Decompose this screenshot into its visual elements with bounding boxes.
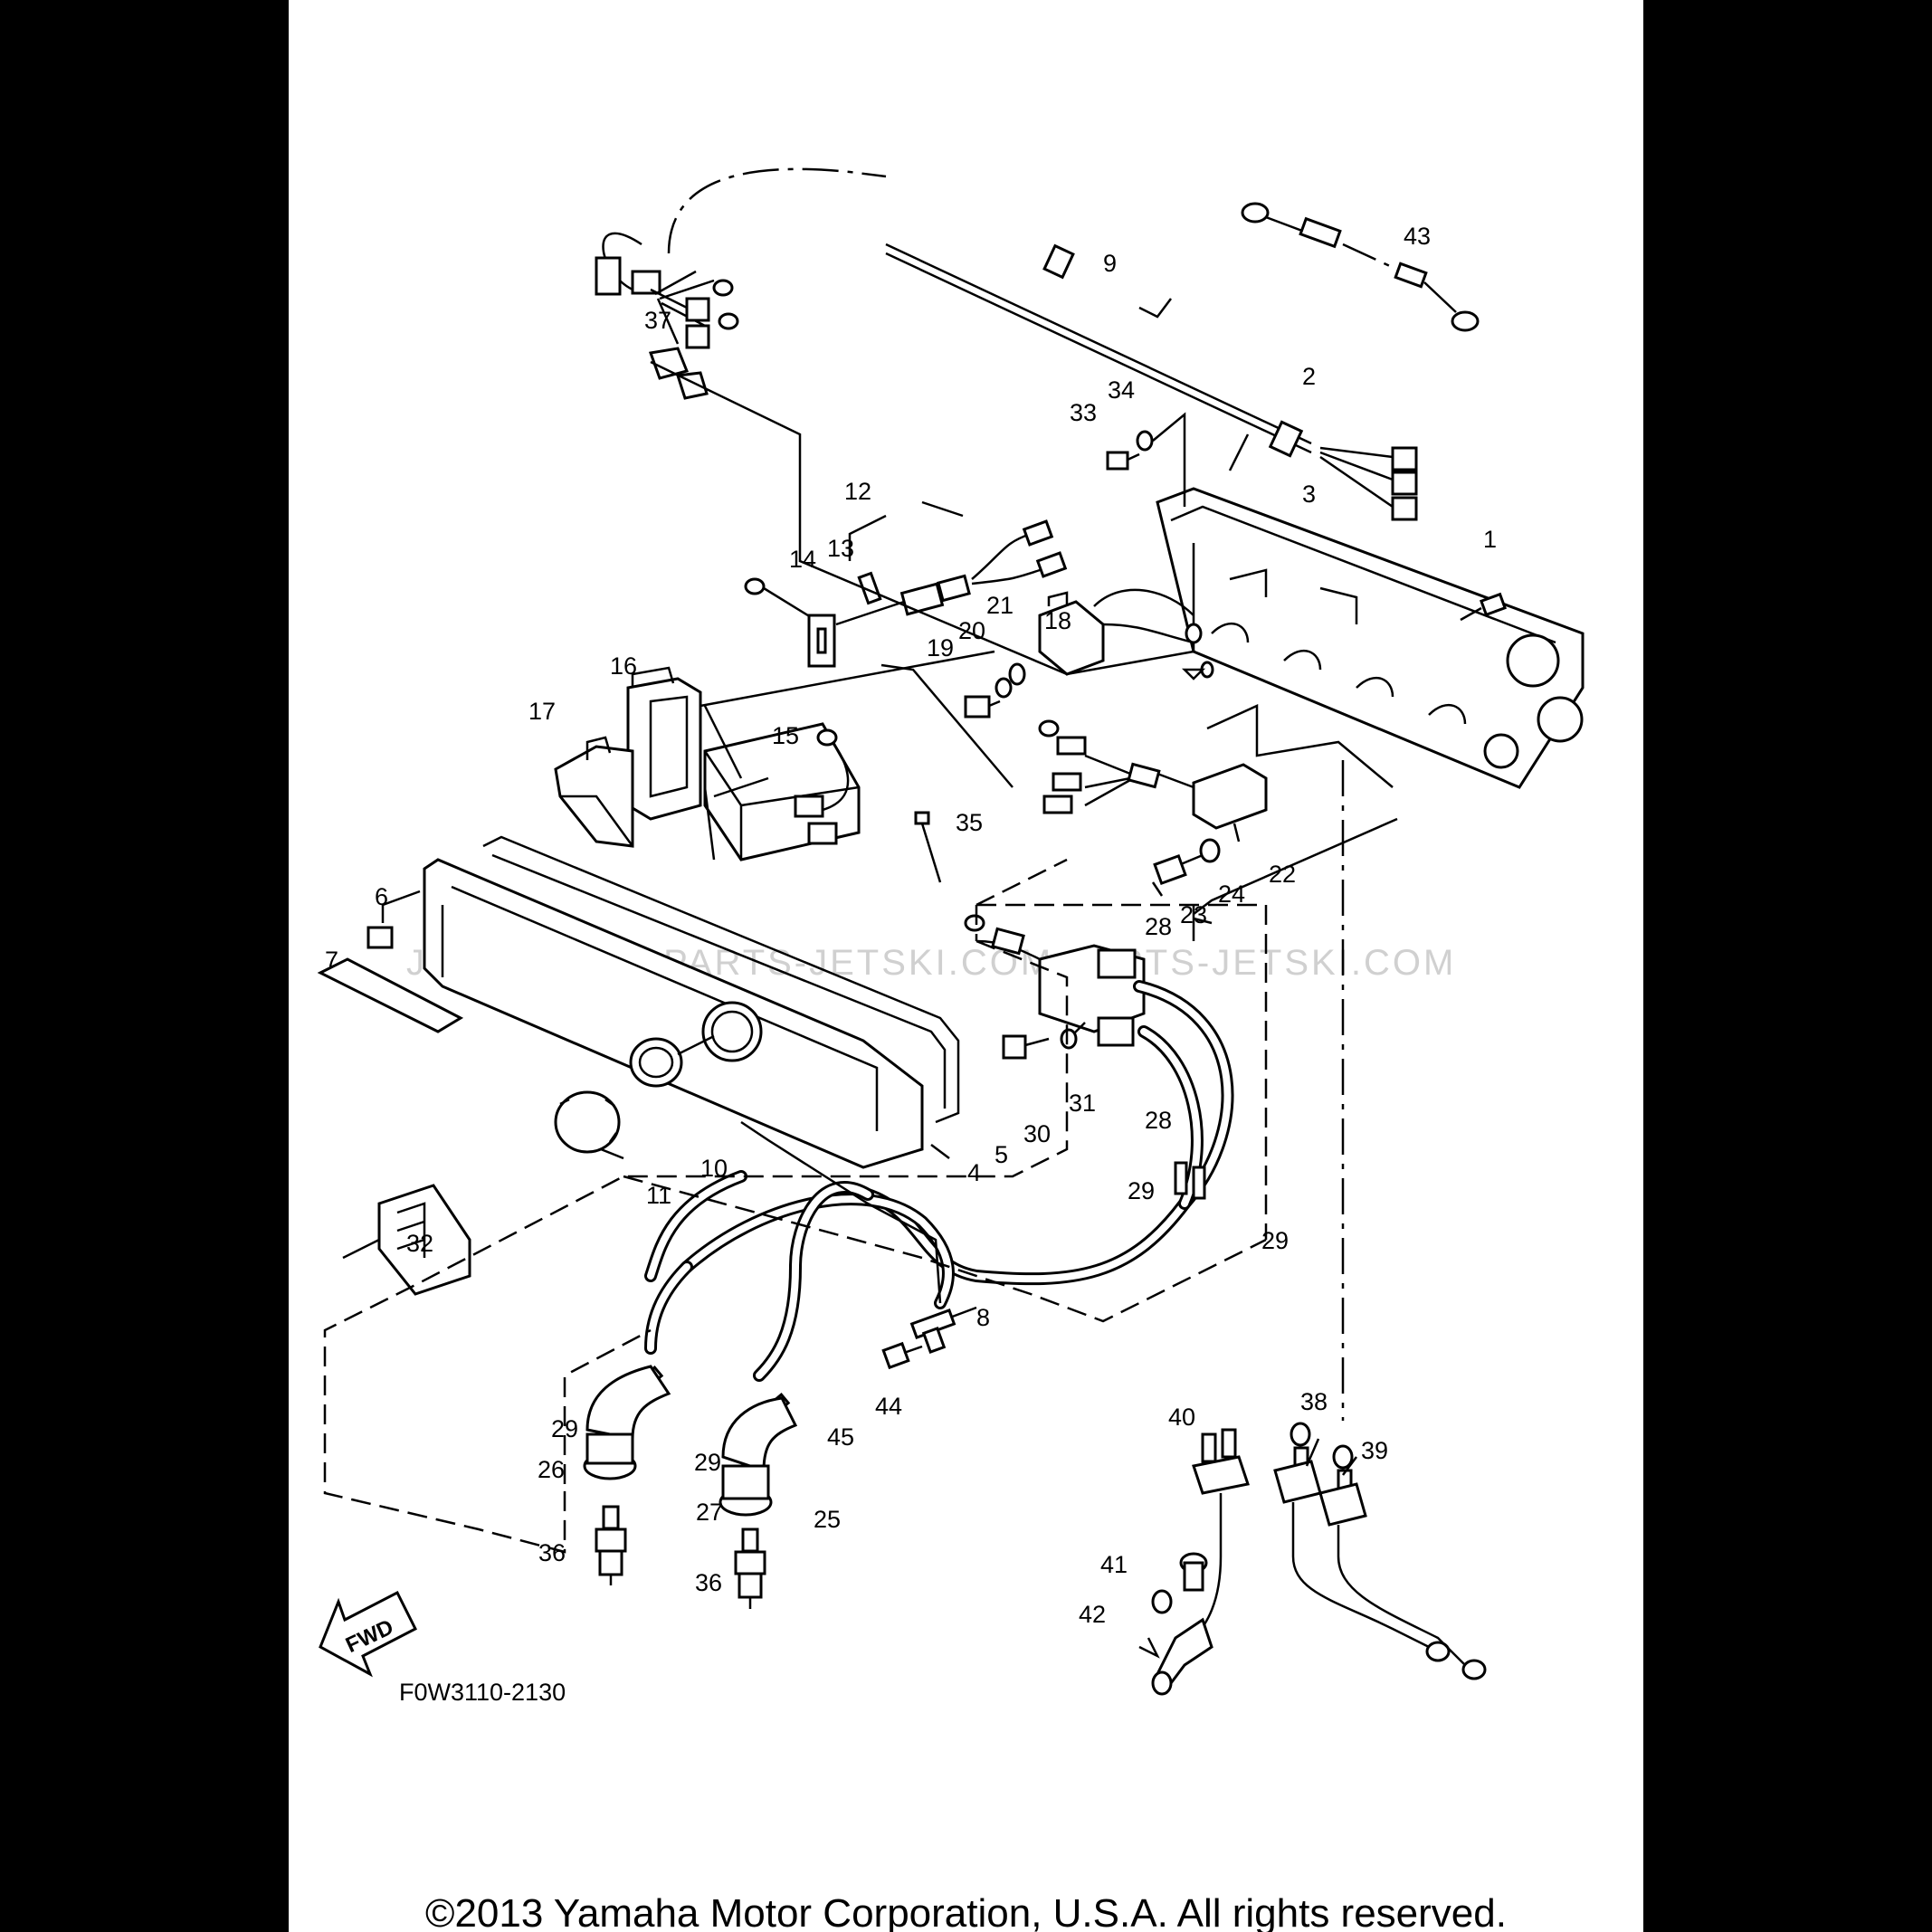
bolt-1 (1460, 592, 1507, 622)
leader-lines (342, 360, 1398, 1476)
label-27: 27 (696, 1499, 723, 1526)
washer-42 (1151, 1589, 1173, 1614)
copyright-notice: ©2013 Yamaha Motor Corporation, U.S.A. A… (425, 1891, 1507, 1932)
bolt-45-spacer-44 (881, 1327, 947, 1370)
sensor-39 (1318, 1444, 1487, 1680)
band-35 (914, 811, 942, 883)
bolt-6 (366, 890, 421, 949)
label-6: 6 (375, 883, 388, 910)
label-39: 39 (1361, 1437, 1388, 1464)
figure-code: F0W3110-2130 (399, 1679, 566, 1706)
label-16: 16 (610, 652, 637, 680)
exploded-parts-diagram: JETSKI.COM PARTS-JETSKI.COM PARTS-JETSKI… (317, 167, 1585, 1696)
label-8: 8 (976, 1304, 990, 1331)
label-38: 38 (1300, 1388, 1328, 1415)
label-19: 19 (927, 634, 954, 661)
electrical-box-3 (1156, 487, 1585, 789)
diagram-page: JETSKI.COM PARTS-JETSKI.COM PARTS-JETSKI… (289, 0, 1643, 1932)
label-34: 34 (1108, 376, 1135, 404)
plug-cap-26 (583, 1365, 671, 1480)
label-9: 9 (1103, 250, 1117, 277)
fuse-assembly-12 (744, 500, 1068, 668)
label-13: 13 (827, 535, 854, 562)
switch-40 (1192, 1428, 1250, 1639)
label-30: 30 (1023, 1120, 1051, 1147)
label-36b: 36 (695, 1569, 722, 1596)
label-28a: 28 (1145, 913, 1172, 940)
ground-lead-43 (1241, 202, 1480, 332)
label-44: 44 (875, 1393, 902, 1420)
bolt-33-washer-34 (1106, 412, 1186, 507)
lead-42 (1138, 1617, 1213, 1696)
bracket-17 (554, 736, 634, 848)
assembly-outline-cover (323, 939, 1069, 1554)
label-36a: 36 (538, 1539, 566, 1566)
washer-20 (995, 677, 1013, 699)
label-45: 45 (827, 1423, 854, 1451)
label-29c: 29 (551, 1415, 578, 1442)
label-28b: 28 (1145, 1107, 1172, 1134)
label-1: 1 (1483, 526, 1497, 553)
label-40: 40 (1168, 1404, 1195, 1431)
label-18: 18 (1044, 607, 1071, 634)
sensor-38 (1273, 1422, 1451, 1662)
seal-10 (629, 1034, 715, 1088)
part-number-labels: 1 2 3 4 5 6 7 8 9 10 11 12 13 14 15 16 1… (325, 223, 1497, 1628)
bolt-19 (964, 662, 1026, 719)
label-22: 22 (1269, 861, 1296, 888)
assembly-outline-caps (563, 1328, 652, 1484)
cap-11 (554, 1090, 621, 1154)
label-32: 32 (406, 1230, 433, 1257)
label-43: 43 (1404, 223, 1431, 250)
label-42: 42 (1079, 1601, 1106, 1628)
box-cover-4 (423, 858, 924, 1169)
label-29a: 29 (1128, 1177, 1155, 1204)
label-5: 5 (995, 1141, 1008, 1168)
washer-21 (1008, 662, 1026, 686)
bolt-30-washer-31 (1002, 1028, 1078, 1060)
terminal-41 (1179, 1552, 1208, 1592)
label-4: 4 (967, 1159, 981, 1186)
label-35: 35 (956, 809, 983, 836)
wire-harness-37 (595, 167, 887, 400)
label-14: 14 (789, 546, 816, 573)
label-24: 24 (1218, 880, 1245, 908)
label-25: 25 (814, 1506, 841, 1533)
label-7: 7 (325, 947, 338, 974)
label-33: 33 (1070, 399, 1097, 426)
label-37: 37 (644, 307, 671, 334)
bolt-23-washer-24 (1153, 838, 1221, 886)
cap-32 (377, 1184, 471, 1296)
label-41: 41 (1100, 1551, 1128, 1578)
label-29d: 29 (694, 1449, 721, 1476)
relay-18 (1038, 588, 1214, 680)
gasket-5 (482, 835, 960, 1124)
label-3: 3 (1302, 481, 1316, 508)
label-2: 2 (1302, 363, 1316, 390)
label-31: 31 (1069, 1090, 1096, 1117)
assembly-outline-leads (623, 1175, 1267, 1323)
plug-cap-27 (719, 1396, 798, 1517)
label-21: 21 (986, 592, 1014, 619)
spark-plug-36a (595, 1505, 627, 1585)
spark-plug-36b (734, 1528, 766, 1609)
label-11: 11 (646, 1182, 671, 1209)
caution-label-7 (317, 957, 464, 1033)
wire-lead-2 (885, 243, 1418, 521)
label-26: 26 (538, 1456, 565, 1483)
label-23: 23 (1180, 901, 1207, 928)
bracket-16 (626, 666, 702, 821)
lead-22 (1038, 719, 1268, 830)
label-10: 10 (700, 1155, 728, 1182)
fwd-arrow-icon: FWD (319, 1590, 418, 1678)
assembly-outline-box (975, 858, 1268, 1240)
cdi-unit-15 (677, 650, 995, 861)
label-20: 20 (958, 617, 985, 644)
label-15: 15 (772, 722, 799, 749)
label-17: 17 (528, 698, 556, 725)
label-12: 12 (844, 478, 871, 505)
label-29b: 29 (1261, 1227, 1289, 1254)
